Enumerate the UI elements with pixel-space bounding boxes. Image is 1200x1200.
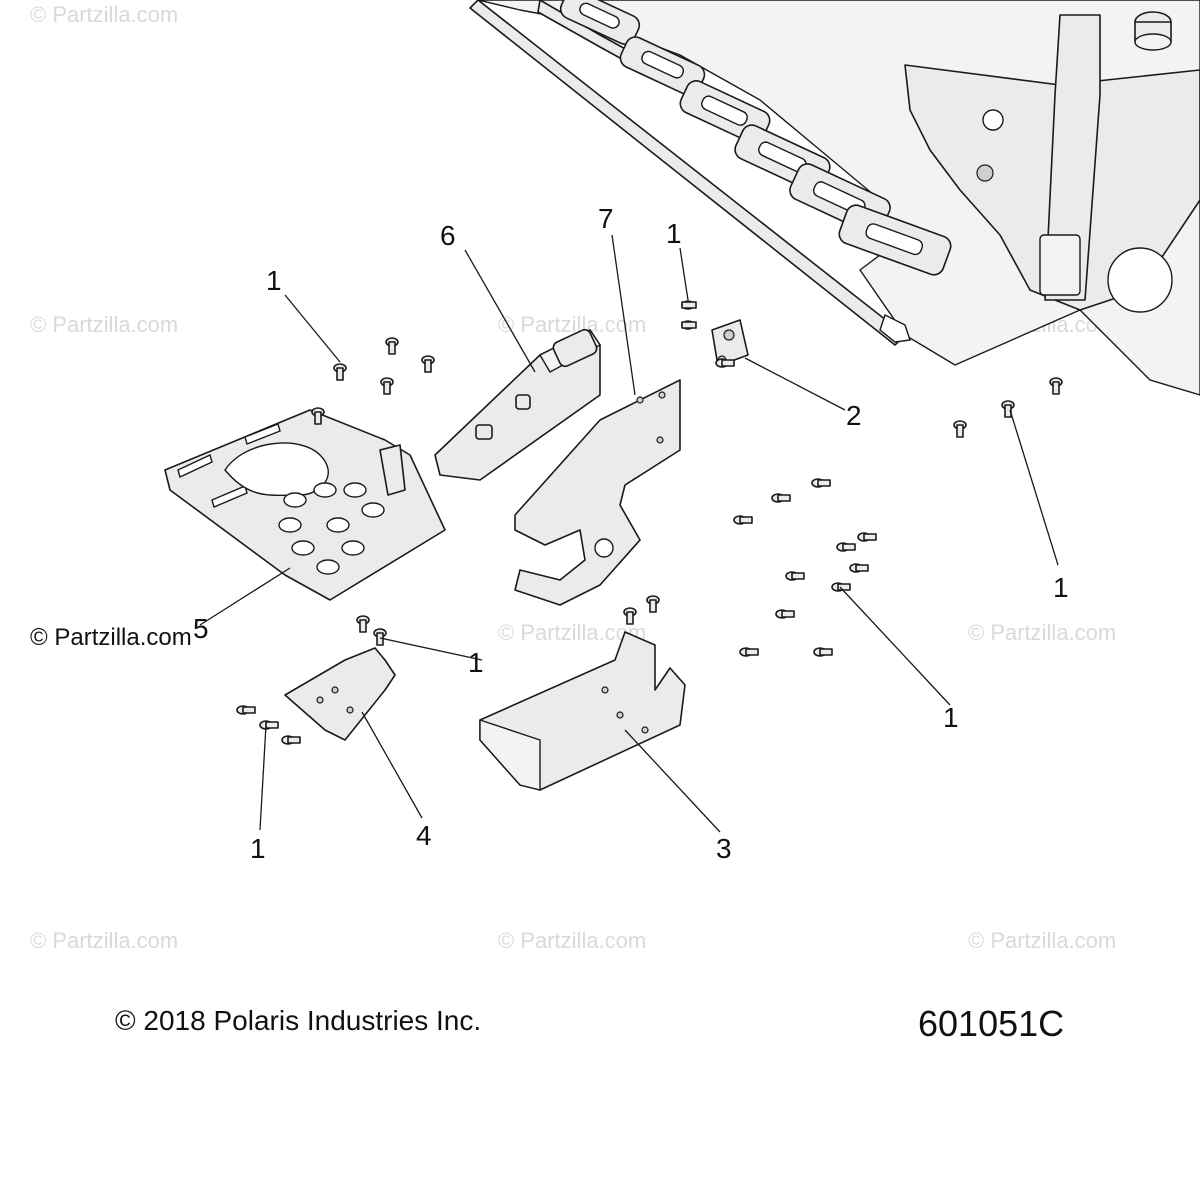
watermark: © Partzilla.com — [30, 312, 178, 337]
watermark: © Partzilla.com — [498, 312, 646, 337]
watermark: © Partzilla.com — [498, 928, 646, 953]
fastener — [259, 720, 279, 730]
fastener — [831, 582, 851, 592]
fastener — [857, 532, 877, 542]
fastener — [1001, 400, 1015, 418]
footplate-part-5 — [164, 409, 446, 601]
fastener — [681, 320, 697, 330]
drawing-number: 601051C — [918, 1003, 1065, 1044]
callout-5: 5 — [193, 613, 209, 644]
fastener — [739, 647, 759, 657]
fastener — [623, 607, 637, 625]
fastener — [281, 735, 301, 745]
fastener — [646, 595, 660, 613]
fastener — [681, 300, 697, 310]
watermark-dark: © Partzilla.com — [30, 624, 192, 651]
fastener — [421, 355, 435, 373]
callout-numbers: 1 6 7 1 2 1 5 1 1 1 4 3 — [193, 203, 1069, 864]
fastener — [771, 493, 791, 503]
callout-3: 3 — [716, 833, 732, 864]
fastener — [1049, 377, 1063, 395]
fastener — [356, 615, 370, 633]
fastener — [849, 563, 869, 573]
watermark: © Partzilla.com — [30, 2, 178, 27]
fastener — [733, 515, 753, 525]
fasteners-part-1 — [236, 300, 1063, 745]
callout-2: 2 — [846, 400, 862, 431]
bracket-part-7 — [514, 379, 681, 606]
leader-lines — [199, 234, 1059, 833]
watermark: © Partzilla.com — [968, 928, 1116, 953]
fastener — [333, 363, 347, 381]
fastener — [953, 420, 967, 438]
watermark: © Partzilla.com — [968, 620, 1116, 645]
callout-1: 1 — [266, 265, 282, 296]
callout-1: 1 — [468, 647, 484, 678]
bracket-part-4 — [284, 647, 396, 741]
callout-1: 1 — [1053, 572, 1069, 603]
footrest-pegs — [559, 0, 952, 276]
fastener — [385, 337, 399, 355]
callout-1: 1 — [250, 833, 266, 864]
fastener — [380, 377, 394, 395]
bracket-part-3 — [479, 631, 686, 791]
fastener — [373, 628, 387, 646]
fastener — [236, 705, 256, 715]
callout-1: 1 — [943, 702, 959, 733]
fastener — [775, 609, 795, 619]
fastener — [311, 407, 325, 425]
fastener — [715, 358, 735, 368]
callout-4: 4 — [416, 820, 432, 851]
callout-7: 7 — [598, 203, 614, 234]
callout-6: 6 — [440, 220, 456, 251]
fastener — [836, 542, 856, 552]
bracket-part-6 — [434, 328, 601, 481]
fastener — [785, 571, 805, 581]
callout-1: 1 — [666, 218, 682, 249]
fastener — [813, 647, 833, 657]
copyright-notice: © 2018 Polaris Industries Inc. — [115, 1005, 482, 1036]
plate-part-2 — [711, 319, 749, 367]
watermark: © Partzilla.com — [30, 928, 178, 953]
fastener — [811, 478, 831, 488]
frame-assembly — [469, 0, 1200, 396]
